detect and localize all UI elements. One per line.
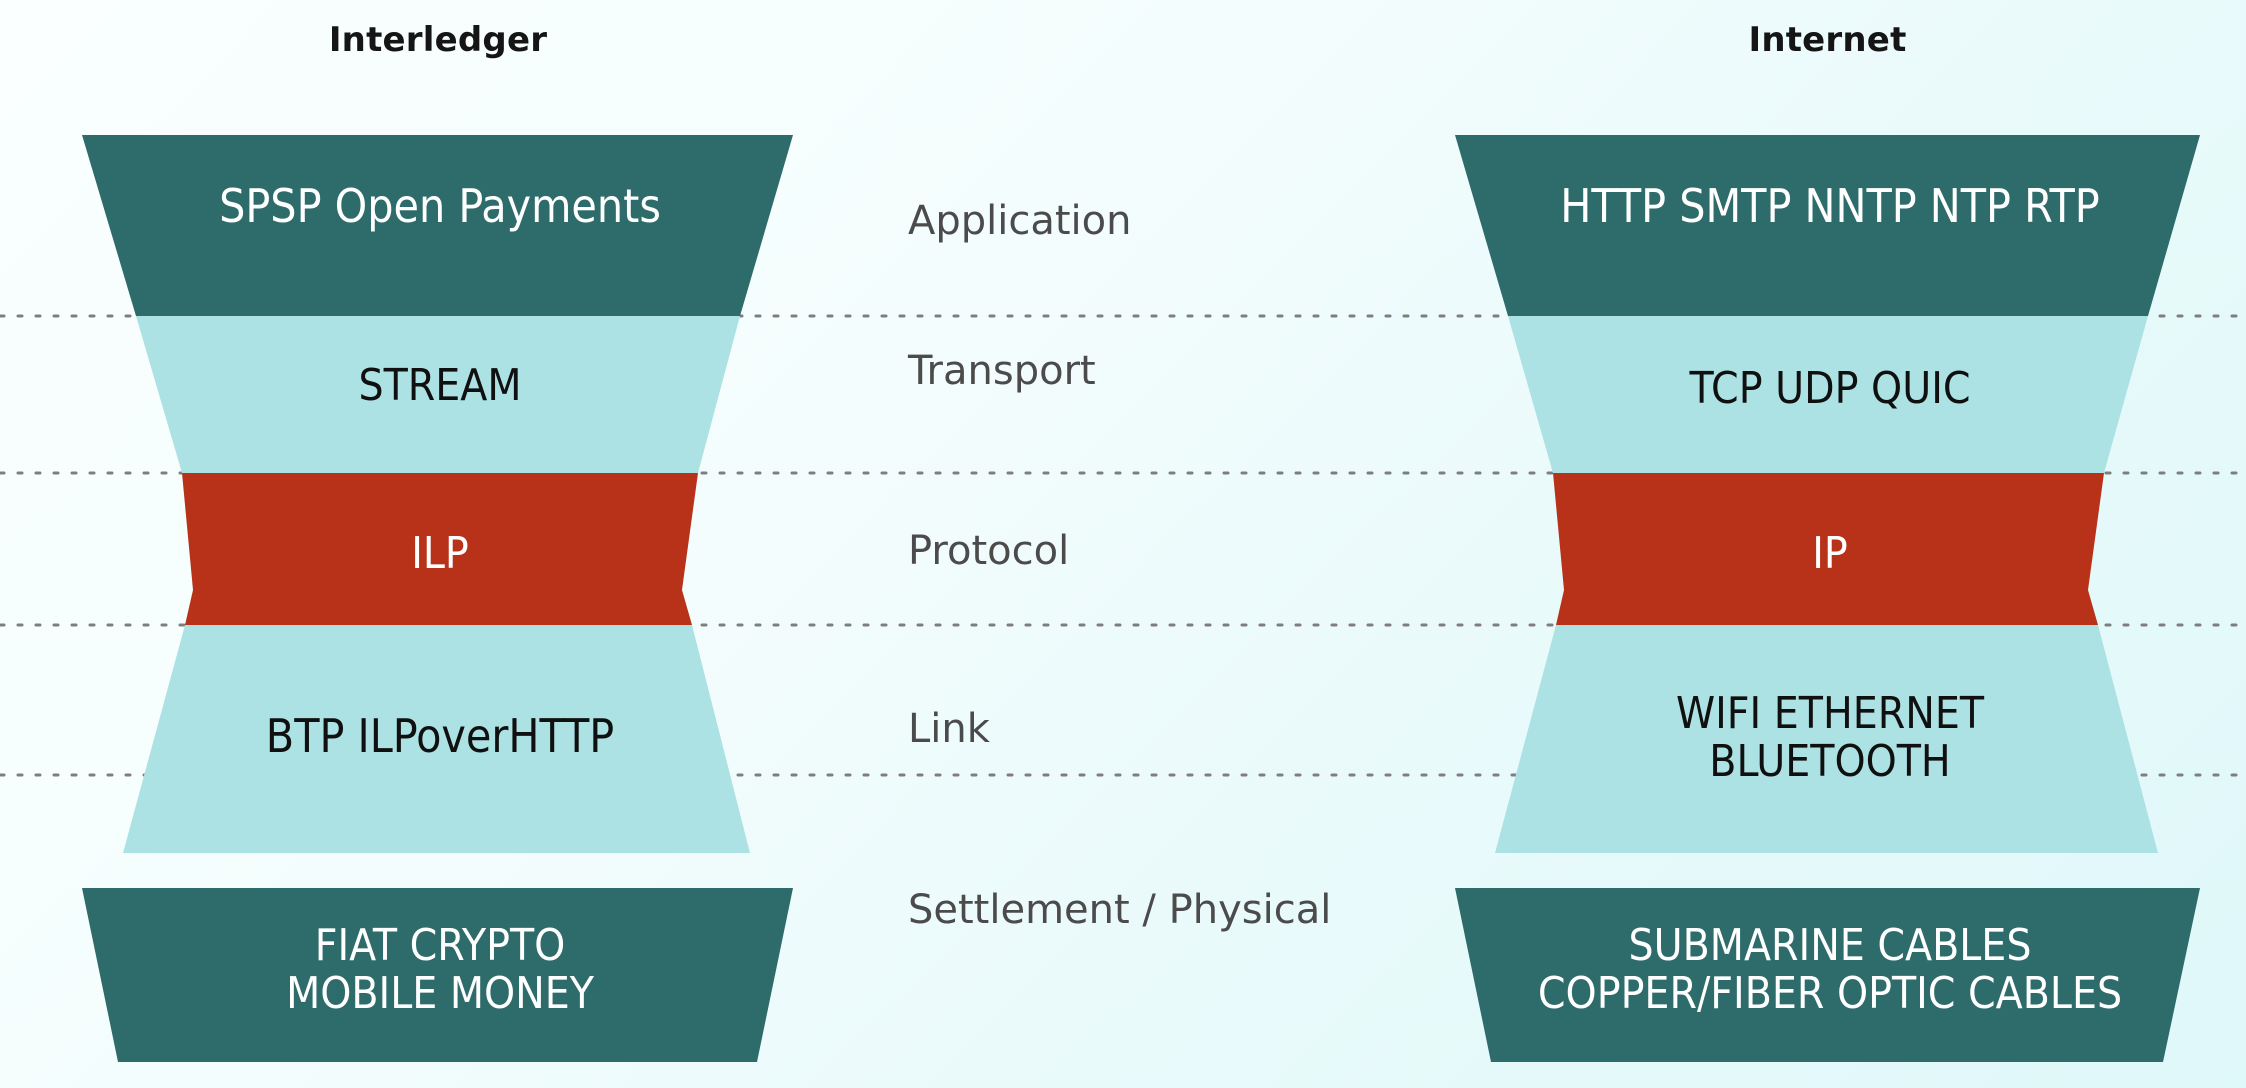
right-band-text-transport: TCP UDP QUIC: [1689, 363, 1971, 414]
right-band-text-application: HTTP SMTP NNTP NTP RTP: [1560, 179, 2100, 233]
right-band-text-link: WIFI ETHERNET BLUETOOTH: [1675, 688, 1985, 787]
layer-label-link: Link: [908, 706, 990, 752]
layer-label-transport: Transport: [908, 348, 1096, 394]
column-title-interledger: Interledger: [328, 20, 548, 60]
left-band-link[interactable]: [123, 625, 750, 853]
left-band-transport[interactable]: [136, 316, 740, 473]
column-title-internet: Internet: [1748, 20, 1907, 60]
left-band-text-application: SPSP Open Payments: [219, 179, 661, 233]
left-band-text-link: BTP ILPoverHTTP: [265, 709, 615, 763]
right-band-text-settlement: SUBMARINE CABLES COPPER/FIBER OPTIC CABL…: [1537, 920, 2123, 1019]
layer-label-application: Application: [908, 198, 1132, 244]
left-band-text-transport: STREAM: [358, 360, 522, 411]
left-band-settlement[interactable]: [82, 888, 793, 1062]
right-band-settlement[interactable]: [1455, 888, 2200, 1062]
left-band-application[interactable]: [82, 135, 793, 316]
layer-label-protocol: Protocol: [908, 528, 1070, 574]
right-band-link[interactable]: [1495, 625, 2158, 853]
right-band-protocol[interactable]: [1553, 473, 2104, 625]
left-band-protocol[interactable]: [182, 473, 698, 625]
right-band-transport[interactable]: [1508, 316, 2148, 473]
left-band-text-settlement: FIAT CRYPTO MOBILE MONEY: [286, 920, 594, 1019]
right-band-text-protocol: IP: [1812, 528, 1848, 579]
layer-label-settlement-physical: Settlement / Physical: [908, 887, 1332, 933]
left-band-text-protocol: ILP: [411, 528, 469, 579]
right-band-application[interactable]: [1455, 135, 2200, 316]
